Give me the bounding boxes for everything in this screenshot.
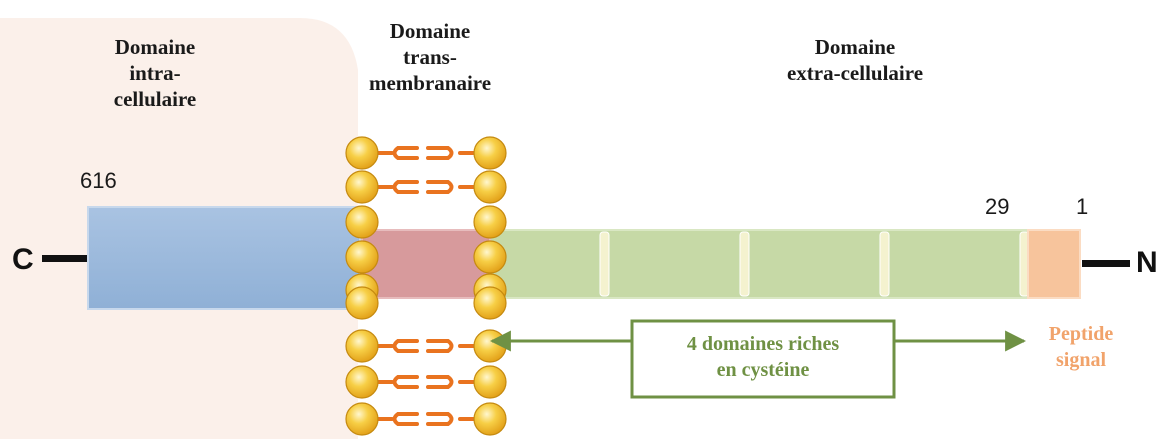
lipid-head-right: [473, 329, 507, 363]
lipid-tail: [426, 339, 454, 353]
signal-peptide-bar: [1027, 229, 1081, 299]
lipid-head-left: [345, 136, 379, 170]
extracellular-domain-bar: [489, 229, 1033, 299]
residue-number-29: 29: [985, 194, 1010, 219]
lipid-tail: [426, 180, 454, 194]
lipid-head-right: [473, 170, 507, 204]
intracellular-domain-label: Domaine intra- cellulaire: [70, 34, 240, 112]
cysteine-line: en cystéine: [716, 359, 810, 381]
signal-peptide-label: Peptide signal: [1026, 321, 1136, 373]
lipid-bilayer: [345, 136, 507, 436]
label-line: Domaine: [814, 35, 896, 59]
intracellular-domain-bar: [87, 206, 361, 310]
residue-number-616: 616: [80, 168, 117, 193]
transmembrane-domain-label: Domaine trans- membranaire: [335, 18, 525, 96]
lipid-head-right: [473, 365, 507, 399]
separator: [599, 231, 610, 297]
c-terminus-line: [42, 255, 90, 262]
label-line: Domaine: [114, 35, 196, 59]
lipid-head-left: [345, 286, 379, 320]
separator: [739, 231, 750, 297]
label-line: trans-: [403, 45, 457, 69]
label-line: cellulaire: [113, 87, 197, 111]
lipid-head-left: [345, 240, 379, 274]
signal-line: Peptide: [1048, 323, 1114, 345]
lipid-tail: [426, 412, 454, 426]
lipid-head-left: [345, 365, 379, 399]
label-line: Domaine: [389, 19, 471, 43]
lipid-head-right: [473, 205, 507, 239]
n-terminus-label: N: [1136, 246, 1158, 279]
lipid-tail: [426, 146, 454, 160]
extracellular-domain-label: Domaine extra-cellulaire: [735, 34, 975, 86]
lipid-tail: [392, 375, 419, 389]
lipid-head-left: [345, 329, 379, 363]
label-line: membranaire: [368, 71, 492, 95]
lipid-tail: [392, 412, 419, 426]
lipid-head-left: [345, 402, 379, 436]
signal-line: signal: [1055, 349, 1107, 371]
residue-number-1: 1: [1076, 194, 1089, 219]
lipid-head-right: [473, 240, 507, 274]
c-terminus-label: C: [12, 243, 34, 276]
cysteine-domains-text: 4 domaines riches en cystéine: [632, 331, 894, 383]
lipid-head-right: [473, 286, 507, 320]
lipid-head-right: [473, 402, 507, 436]
n-terminus-line: [1082, 260, 1130, 267]
lipid-head-left: [345, 170, 379, 204]
lipid-tail: [426, 375, 454, 389]
lipid-head-right: [473, 136, 507, 170]
lipid-tail: [392, 339, 419, 353]
cysteine-domains-box: [630, 319, 896, 399]
lipid-head-left: [345, 205, 379, 239]
lipid-tail: [392, 146, 419, 160]
label-line: extra-cellulaire: [786, 61, 924, 85]
lipid-tail: [392, 180, 419, 194]
cysteine-rich-separators: [599, 231, 1030, 297]
separator: [879, 231, 890, 297]
transmembrane-domain-bar: [361, 229, 491, 299]
label-line: intra-: [129, 61, 181, 85]
cysteine-line: 4 domaines riches: [686, 333, 840, 355]
